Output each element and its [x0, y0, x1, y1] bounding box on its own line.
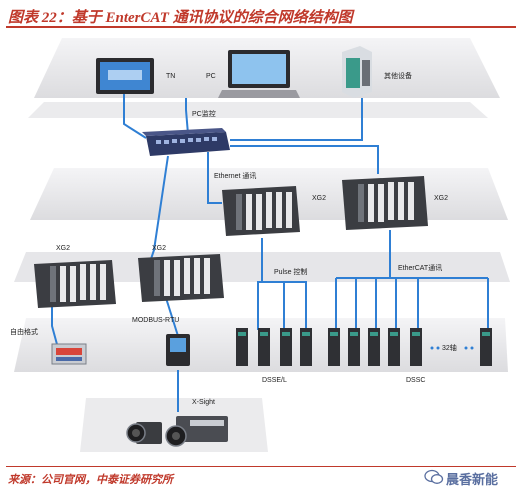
label-xg2-mid-right: XG2: [434, 195, 448, 202]
servo-drives-dsse: [236, 328, 312, 366]
xsight-camera-2: [165, 416, 228, 447]
cable-pc-switch: [185, 98, 189, 135]
pc-laptop: [218, 50, 300, 98]
plc-xg2-low-left: [34, 260, 116, 308]
free-format-display: [51, 343, 87, 365]
platform-switch: [28, 102, 488, 118]
label-xsight: X-Sight: [192, 399, 215, 406]
label-xg2-mid-left: XG2: [312, 195, 326, 202]
cable-device-switch: [230, 98, 363, 141]
source-note: 来源：公司官网，中泰证券研究所: [8, 474, 173, 486]
servo-drives-dssc: [328, 328, 492, 366]
figure-title: 图表 22：基于 EnterCAT 通讯协议的综合网络结构图: [8, 10, 353, 26]
plc-xg2-low-right: [138, 254, 224, 302]
tn-touch-panel: [96, 58, 154, 94]
label-pc: PC: [206, 73, 216, 80]
network-switch: [142, 128, 230, 156]
label-dssc: DSSC: [406, 377, 425, 384]
label-tn: TN: [166, 73, 175, 80]
axis-ellipsis: [430, 346, 474, 350]
cable-ethercat-bus: [335, 230, 489, 330]
cable-xg2-modbus: [165, 297, 179, 337]
footer-rule: [6, 466, 516, 467]
watermark-text: 晨香新能: [446, 472, 499, 487]
label-xg2-low-right: XG2: [152, 245, 166, 252]
watermark: 晨香新能: [424, 467, 516, 489]
modbus-device: [166, 334, 190, 366]
label-xg2-low-left: XG2: [56, 245, 70, 252]
label-other-devices: 其他设备: [384, 71, 412, 80]
plc-xg2-mid-left: [222, 186, 300, 236]
cable-tn-switch: [123, 90, 147, 139]
wechat-icon: [424, 469, 444, 484]
other-device: [342, 46, 372, 98]
label-dsse: DSSE/L: [262, 377, 287, 384]
label-32-axis: 32轴: [442, 343, 457, 352]
cable-switch-ethernet: [207, 152, 222, 204]
label-free-format: 自由格式: [10, 327, 38, 336]
cable-pulse-bus: [257, 238, 307, 330]
title-rule: [6, 26, 516, 28]
cable-switch-right: [230, 145, 379, 174]
xsight-camera-1: [126, 422, 162, 444]
cables: [51, 90, 489, 412]
plc-xg2-mid-right: [342, 176, 428, 230]
label-pulse: Pulse 控制: [274, 267, 307, 276]
label-ethercat: EtherCAT通讯: [398, 263, 442, 272]
label-pc-monitor: PC监控: [192, 109, 216, 118]
label-modbus: MODBUS-RTU: [132, 317, 179, 324]
label-ethernet: Ethernet 通讯: [214, 171, 256, 180]
